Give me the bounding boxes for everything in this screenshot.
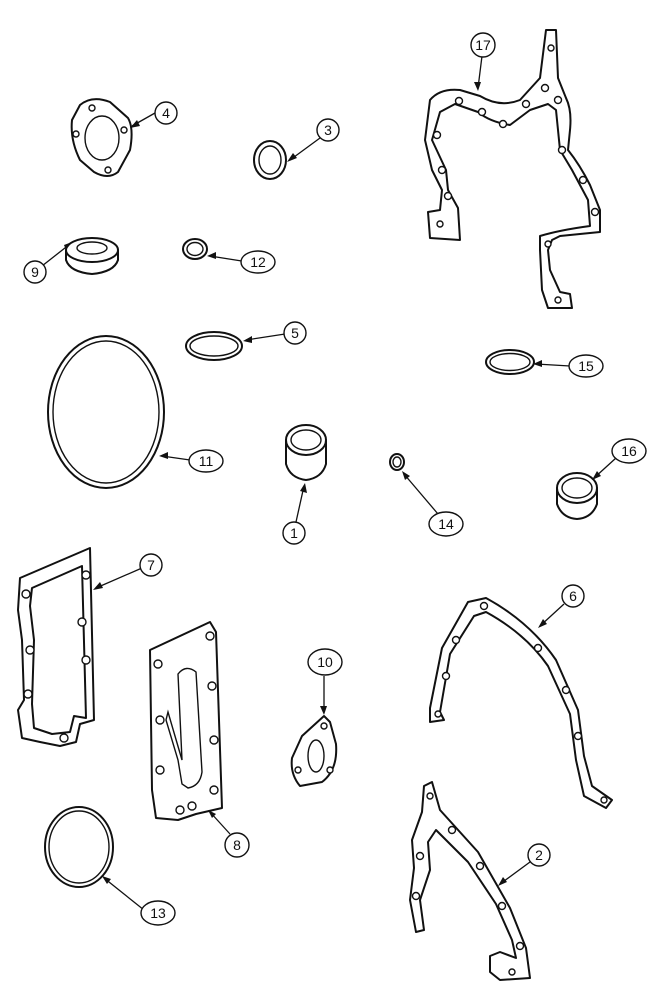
callout-15: 15 (533, 354, 604, 378)
callout-3-label: 3 (324, 122, 332, 138)
part-15-o-ring (485, 349, 535, 375)
callout-7: 7 (93, 553, 163, 590)
part-11-large-seal-ring (47, 335, 165, 489)
callout-3: 3 (287, 118, 340, 162)
callout-9-label: 9 (31, 264, 39, 280)
part-2-rear-cover-gasket (409, 781, 531, 981)
callout-5: 5 (243, 321, 307, 345)
callout-10: 10 (307, 648, 343, 715)
part-10-small-flange-gasket (290, 715, 338, 787)
part-8-oil-cooler-gasket (149, 621, 223, 821)
part-13-seal-ring (44, 806, 114, 888)
callout-7-label: 7 (147, 557, 155, 573)
part-4-flange-gasket (70, 98, 133, 177)
callout-16: 16 (592, 438, 647, 480)
callout-15-label: 15 (578, 358, 594, 374)
callout-14: 14 (402, 471, 464, 537)
callout-10-label: 10 (317, 654, 333, 670)
callout-13: 13 (102, 876, 176, 926)
callout-16-label: 16 (621, 443, 637, 459)
callout-1-label: 1 (290, 525, 298, 541)
callout-2: 2 (498, 843, 551, 886)
callout-4: 4 (130, 101, 178, 128)
callout-8: 8 (208, 810, 250, 858)
callout-8-label: 8 (233, 837, 241, 853)
callout-12: 12 (207, 250, 276, 274)
part-16-seal (556, 472, 598, 520)
part-9-thick-seal (65, 237, 119, 275)
callout-6: 6 (538, 584, 585, 628)
part-17-timing-cover-gasket (424, 29, 601, 309)
callout-11: 11 (159, 449, 224, 473)
callout-11-label: 11 (199, 453, 214, 469)
part-12-o-ring (182, 238, 208, 260)
callout-5-label: 5 (291, 325, 299, 341)
part-3-seal-ring (253, 140, 287, 180)
part-14-small-o-ring (389, 453, 405, 471)
callout-17: 17 (470, 32, 496, 91)
part-1-crankshaft-seal (285, 424, 327, 481)
callout-6-label: 6 (569, 588, 577, 604)
part-6-front-cover-gasket (429, 597, 613, 809)
callout-1: 1 (282, 483, 307, 545)
callout-13-label: 13 (150, 905, 166, 921)
callout-12-label: 12 (250, 254, 266, 270)
part-7-side-cover-gasket (17, 547, 95, 747)
callout-17-label: 17 (475, 37, 491, 53)
callout-4-label: 4 (162, 105, 170, 121)
callout-9: 9 (23, 242, 72, 284)
callout-2-label: 2 (535, 847, 543, 863)
callout-14-label: 14 (438, 516, 454, 532)
part-5-o-ring (185, 331, 243, 361)
